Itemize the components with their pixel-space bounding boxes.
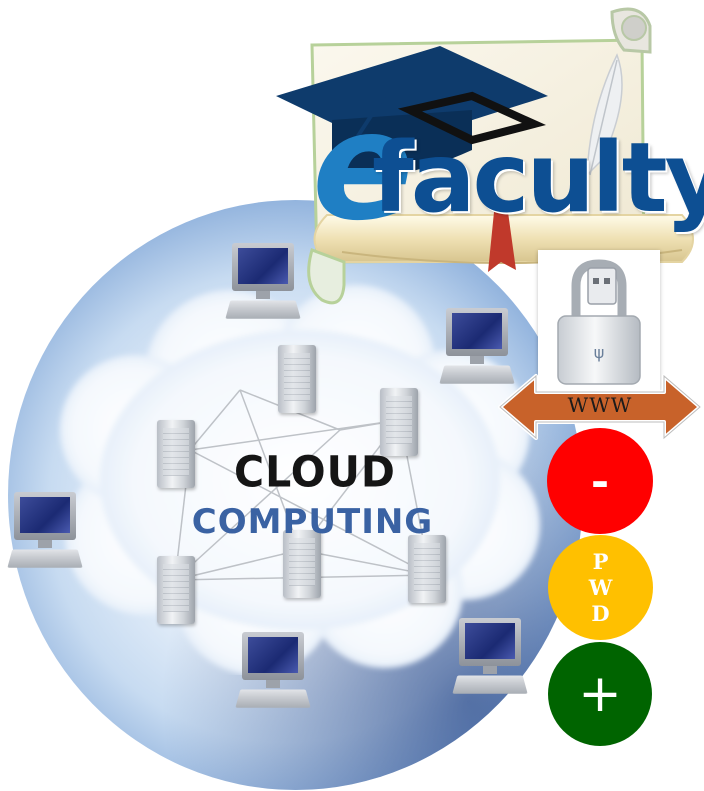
cloud-subtitle: COMPUTING (191, 502, 434, 542)
pwd-button[interactable]: P W D (548, 535, 653, 640)
minus-button[interactable]: - (547, 428, 653, 534)
server-icon (380, 388, 418, 456)
server-icon (157, 556, 195, 624)
usb-padlock-icon: ψ (557, 259, 641, 385)
svg-text:ψ: ψ (594, 343, 605, 362)
www-double-arrow (498, 374, 702, 440)
pwd-letter: D (591, 600, 610, 626)
pwd-letter: P (592, 548, 609, 574)
server-icon (157, 420, 195, 488)
logo-text: faculty (372, 122, 704, 234)
computer-monitor-icon (235, 632, 311, 710)
server-icon (408, 535, 446, 603)
computer-monitor-icon (452, 618, 528, 696)
server-icon (278, 345, 316, 413)
plus-label: + (578, 664, 622, 724)
diploma-scroll-icon (276, 7, 694, 305)
www-label: WWW (567, 393, 633, 417)
cloud-title: CLOUD (234, 446, 396, 498)
computer-monitor-icon (7, 492, 83, 570)
plus-button[interactable]: + (548, 642, 652, 746)
logo-e-letter: e (312, 80, 414, 254)
minus-label: - (590, 455, 610, 507)
computer-monitor-icon (225, 243, 301, 321)
usb-padlock-card: ψ (538, 250, 660, 390)
computer-monitor-icon (439, 308, 515, 386)
pwd-letter: W (588, 574, 613, 600)
server-icon (283, 530, 321, 598)
